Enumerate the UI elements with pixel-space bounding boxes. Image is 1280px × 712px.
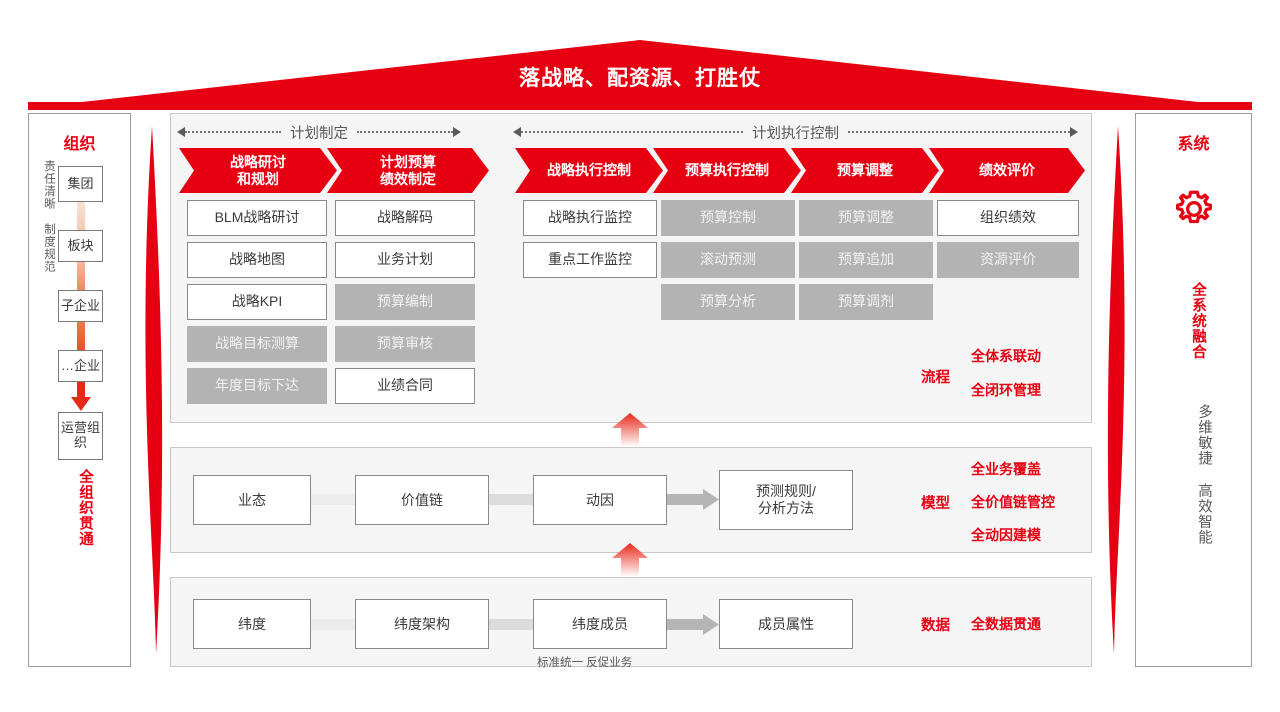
span-arrow-line-right: [357, 131, 453, 133]
process-item-4-0[interactable]: 预算调整: [799, 200, 933, 236]
process-item-0-4[interactable]: 年度目标下达: [187, 368, 327, 404]
process-tag-0: 全体系联动: [971, 348, 1041, 364]
process-item-0-1[interactable]: 战略地图: [187, 242, 327, 278]
org-node-2[interactable]: 子企业: [58, 290, 103, 322]
stage-4-line1: 预算调整: [837, 162, 893, 179]
process-item-0-2[interactable]: 战略KPI: [187, 284, 327, 320]
data-sub-note: 标准统一 反促业务: [537, 657, 633, 669]
model-connector-0: [311, 494, 355, 505]
process-item-2-0[interactable]: 战略执行监控: [523, 200, 657, 236]
stage-chevron-2[interactable]: 战略执行控制: [515, 148, 663, 193]
left-red-wing: [145, 126, 163, 654]
model-box-3[interactable]: 预测规则/分析方法: [719, 470, 853, 530]
process-item-1-0[interactable]: 战略解码: [335, 200, 475, 236]
data-tag-0: 全数据贯通: [971, 616, 1041, 632]
org-node-0[interactable]: 集团: [58, 166, 103, 202]
organization-panel: 组织 责任清晰 制度规范 集团 板块 子企业 …企业 运营组织 全组织贯通: [28, 113, 131, 667]
process-item-2-1[interactable]: 重点工作监控: [523, 242, 657, 278]
stage-3-line1: 预算执行控制: [685, 162, 769, 179]
process-item-4-2[interactable]: 预算调剂: [799, 284, 933, 320]
span-arrow-right-head: [453, 127, 461, 137]
data-connector-0: [311, 619, 355, 630]
span-arrow-planning: 计划制定: [177, 122, 497, 142]
system-gray-label: 多维敏捷 高效智能: [1196, 404, 1212, 545]
stage-chevron-0[interactable]: 战略研讨和规划: [179, 148, 337, 193]
span-arrow-line-right-2: [848, 131, 1070, 133]
process-item-1-3[interactable]: 预算审核: [335, 326, 475, 362]
process-item-1-1[interactable]: 业务计划: [335, 242, 475, 278]
gear-icon: [1136, 186, 1251, 237]
organization-bottom-label: 全组织贯通: [77, 469, 93, 547]
org-node-4[interactable]: 运营组织: [58, 412, 103, 460]
organization-side-label: 责任清晰 制度规范: [43, 160, 55, 273]
stage-0-line2: 和规划: [237, 170, 279, 187]
stage-1-line2: 绩效制定: [380, 170, 436, 187]
model-connector-1: [489, 494, 533, 505]
data-box-1[interactable]: 纬度架构: [355, 599, 489, 649]
organization-panel-title: 组织: [63, 136, 96, 153]
model-box-1[interactable]: 价值链: [355, 475, 489, 525]
process-item-4-1[interactable]: 预算追加: [799, 242, 933, 278]
stage-chevron-3[interactable]: 预算执行控制: [653, 148, 801, 193]
process-item-0-3[interactable]: 战略目标测算: [187, 326, 327, 362]
process-item-0-0[interactable]: BLM战略研讨: [187, 200, 327, 236]
org-connector-1: [77, 202, 85, 230]
system-panel-title: 系统: [1177, 136, 1210, 153]
data-box-0[interactable]: 纬度: [193, 599, 311, 649]
stage-chevron-5[interactable]: 绩效评价: [929, 148, 1085, 193]
data-box-3[interactable]: 成员属性: [719, 599, 853, 649]
process-item-1-4[interactable]: 业绩合同: [335, 368, 475, 404]
up-arrow-model-to-process: [612, 413, 648, 447]
org-connector-arrow: [71, 382, 91, 411]
stage-1-line1: 计划预算: [380, 154, 436, 171]
model-panel: 业态 价值链 动因 预测规则/分析方法 模型 全业务覆盖 全价值链管控 全动因建…: [170, 447, 1092, 553]
process-item-1-2[interactable]: 预算编制: [335, 284, 475, 320]
data-connector-arrow: [667, 614, 719, 635]
stage-chevron-4[interactable]: 预算调整: [791, 148, 939, 193]
system-red-label: 全系统融合: [1190, 282, 1206, 360]
org-connector-3: [77, 322, 85, 350]
model-tag-1: 全价值链管控: [971, 494, 1055, 510]
span-arrow-left-head-2: [513, 127, 521, 137]
up-arrow-data-to-model: [612, 543, 648, 577]
model-tag-2: 全动因建模: [971, 527, 1041, 543]
stage-chevron-1[interactable]: 计划预算绩效制定: [327, 148, 489, 193]
process-category-label: 流程: [921, 370, 950, 386]
process-item-3-0[interactable]: 预算控制: [661, 200, 795, 236]
process-item-5-0[interactable]: 组织绩效: [937, 200, 1079, 236]
process-panel: 计划制定 计划执行控制 战略研讨和规划 计划预算绩效制定 战略执行控制 预算执行…: [170, 113, 1092, 423]
model-box-3-line1: 预测规则/: [756, 483, 816, 500]
stage-5-line1: 绩效评价: [979, 162, 1035, 179]
right-red-wing: [1107, 126, 1125, 654]
system-panel: 系统 全系统融合 多维敏捷 高效智能: [1135, 113, 1252, 667]
data-category-label: 数据: [921, 618, 950, 634]
org-node-1[interactable]: 板块: [58, 230, 103, 262]
span-arrow-left-head: [177, 127, 185, 137]
model-box-3-line2: 分析方法: [757, 500, 814, 516]
process-tag-1: 全闭环管理: [971, 382, 1041, 398]
span-arrow-right-head-2: [1070, 127, 1078, 137]
process-item-3-1[interactable]: 滚动预测: [661, 242, 795, 278]
data-box-2[interactable]: 纬度成员: [533, 599, 667, 649]
span-arrow-line-left-2: [521, 131, 743, 133]
span-arrow-line-left: [185, 131, 281, 133]
banner-title: 落战略、配资源、打胜仗: [519, 67, 761, 90]
model-category-label: 模型: [921, 496, 950, 512]
org-node-3[interactable]: …企业: [58, 350, 103, 382]
model-connector-arrow: [667, 489, 719, 510]
model-box-0[interactable]: 业态: [193, 475, 311, 525]
banner-roof-shape: [28, 40, 1252, 110]
model-box-2[interactable]: 动因: [533, 475, 667, 525]
span-arrow-execution: 计划执行控制: [513, 122, 1085, 142]
data-panel: 纬度 纬度架构 纬度成员 成员属性 标准统一 反促业务 数据 全数据贯通: [170, 577, 1092, 669]
data-connector-1: [489, 619, 533, 630]
model-tag-0: 全业务覆盖: [971, 461, 1041, 477]
stage-2-line1: 战略执行控制: [547, 162, 631, 179]
span-label-execution: 计划执行控制: [752, 125, 839, 142]
span-label-planning: 计划制定: [290, 125, 348, 142]
process-item-5-1[interactable]: 资源评价: [937, 242, 1079, 278]
org-connector-2: [77, 262, 85, 290]
stage-0-line1: 战略研讨: [230, 154, 286, 171]
process-item-3-2[interactable]: 预算分析: [661, 284, 795, 320]
